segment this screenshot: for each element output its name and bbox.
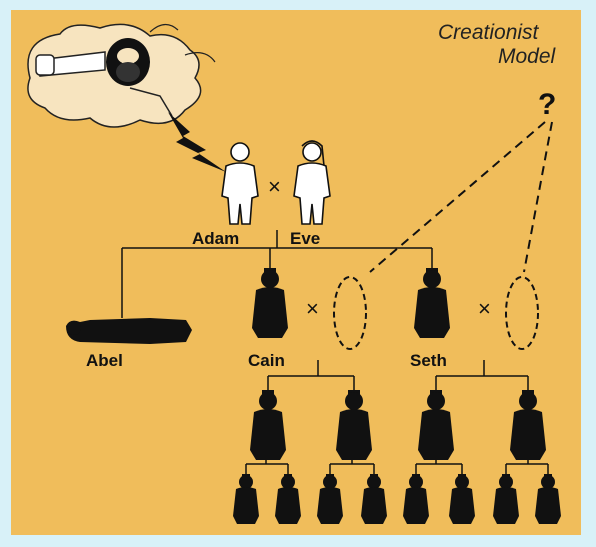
- diagram-title-line2: Model: [498, 45, 556, 68]
- bearded-creator-icon: [27, 23, 216, 128]
- seth-figure: [414, 268, 450, 338]
- dashed-oval-icon: [333, 276, 367, 350]
- grandchild-figure: [403, 474, 429, 524]
- union-symbol: ×: [478, 296, 491, 321]
- diagram-title-line1: Creationist: [438, 21, 539, 44]
- label-seth: Seth: [410, 351, 447, 370]
- grandchild-figure: [233, 474, 259, 524]
- grandchild-figure: [275, 474, 301, 524]
- lightning-bolt-icon: [168, 112, 226, 172]
- label-adam: Adam: [192, 229, 240, 248]
- child-figure: [336, 390, 372, 460]
- child-figure: [418, 390, 454, 460]
- grandchild-figure: [361, 474, 387, 524]
- grandchild-figure: [493, 474, 519, 524]
- unknown-origin-marker: ?: [538, 88, 557, 121]
- cain-figure: [252, 268, 288, 338]
- abel-figure: [66, 318, 192, 344]
- union-symbol: ×: [268, 174, 281, 199]
- unknown-origin-lines: [369, 121, 553, 273]
- lineage-lines: [121, 230, 549, 474]
- grandchild-figure: [449, 474, 475, 524]
- dashed-oval-icon: [505, 276, 539, 350]
- grandchild-figure: [535, 474, 561, 524]
- label-cain: Cain: [248, 351, 285, 370]
- grandchild-figure: [317, 474, 343, 524]
- label-abel: Abel: [86, 351, 123, 370]
- union-symbol: ×: [306, 296, 319, 321]
- adam-figure: [221, 142, 259, 225]
- label-eve: Eve: [290, 229, 321, 248]
- eve-figure: [293, 140, 331, 225]
- child-figure: [510, 390, 546, 460]
- child-figure: [250, 390, 286, 460]
